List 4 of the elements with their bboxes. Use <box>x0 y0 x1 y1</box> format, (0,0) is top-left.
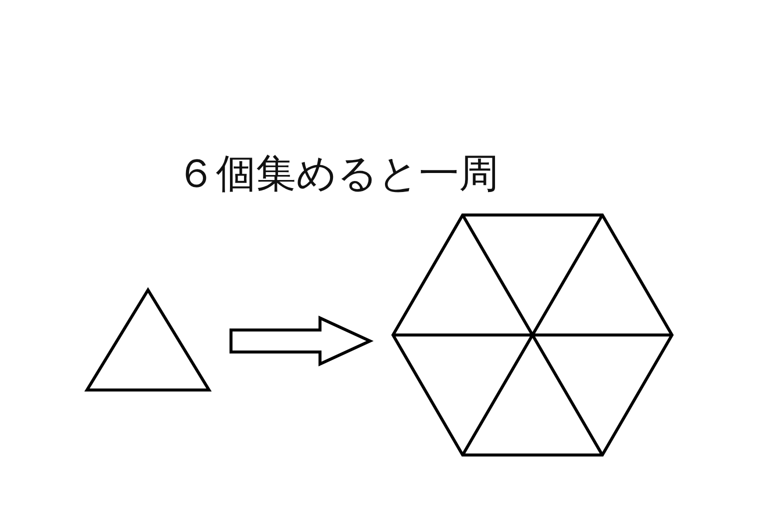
hexagon-divided-drawing <box>390 212 675 458</box>
block-arrow <box>230 316 374 366</box>
heading-text: ６個集めると一周 <box>176 150 499 199</box>
triangle-shape <box>85 288 211 392</box>
